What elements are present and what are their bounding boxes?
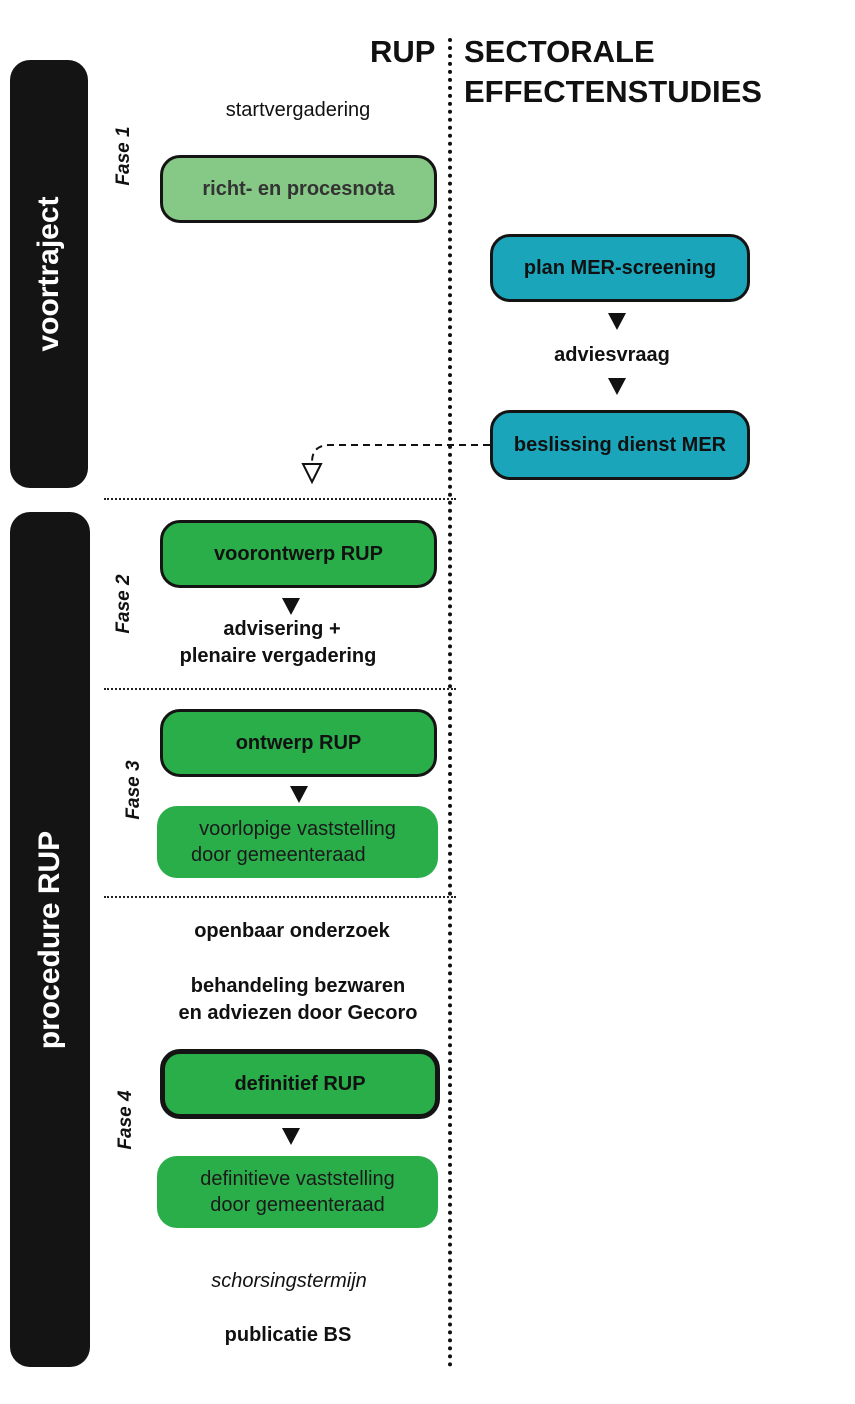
- openbaar-onderzoek-text: openbaar onderzoek: [194, 920, 390, 942]
- ontwerp-rup-label: ontwerp RUP: [235, 732, 362, 754]
- phase-separator-3-4: [104, 896, 456, 898]
- beslissing-dienst-mer-box: beslissing dienst MER: [490, 410, 750, 480]
- sectoral-column-header-line2: EFFECTENSTUDIES: [464, 74, 762, 109]
- behandeling-text-line1: behandeling bezwaren: [190, 975, 406, 997]
- phase-separator-1-2: [104, 498, 456, 500]
- arrow-down-icon: [290, 786, 308, 803]
- publicatie-bs-text: publicatie BS: [224, 1324, 352, 1346]
- ontwerp-rup-box: ontwerp RUP: [160, 709, 437, 777]
- voorontwerp-rup-box: voorontwerp RUP: [160, 520, 437, 588]
- definitief-rup-box: definitief RUP: [160, 1049, 440, 1119]
- voorlopige-vaststelling-line2: door gemeenteraad: [191, 844, 366, 866]
- startvergadering-text: startvergadering: [225, 99, 371, 121]
- phase-separator-2-3: [104, 688, 456, 690]
- richt-procesnota-label: richt- en procesnota: [202, 178, 395, 200]
- behandeling-text-line2: en adviezen door Gecoro: [178, 1002, 418, 1024]
- arrow-down-icon: [608, 378, 626, 395]
- advisering-text-line2: plenaire vergadering: [179, 645, 377, 667]
- rup-column-header: RUP: [370, 34, 436, 69]
- definitieve-vaststelling-line1: definitieve vaststelling: [200, 1168, 395, 1190]
- sectoral-column-header-line1: SECTORALE: [464, 34, 655, 69]
- sidebar-procedure-rup: procedure RUP: [10, 512, 90, 1367]
- adviesvraag-text: adviesvraag: [554, 344, 670, 366]
- schorsingstermijn-text: schorsingstermijn: [211, 1270, 367, 1292]
- arrow-down-icon: [282, 1128, 300, 1145]
- arrow-down-icon: [608, 313, 626, 330]
- richt-procesnota-box: richt- en procesnota: [160, 155, 437, 223]
- voorlopige-vaststelling-line1: voorlopige vaststelling: [199, 818, 396, 840]
- column-divider: [448, 38, 452, 1368]
- voorlopige-vaststelling-box: voorlopige vaststelling door gemeenteraa…: [157, 806, 438, 878]
- arrow-down-icon: [282, 598, 300, 615]
- definitieve-vaststelling-line2: door gemeenteraad: [210, 1194, 385, 1216]
- voorontwerp-rup-label: voorontwerp RUP: [214, 543, 383, 565]
- definitieve-vaststelling-box: definitieve vaststelling door gemeentera…: [157, 1156, 438, 1228]
- plan-mer-screening-box: plan MER-screening: [490, 234, 750, 302]
- sidebar-voortraject: voortraject: [10, 60, 88, 488]
- plan-mer-screening-label: plan MER-screening: [523, 257, 717, 279]
- definitief-rup-label: definitief RUP: [234, 1073, 366, 1095]
- advisering-text-line1: advisering +: [223, 618, 341, 640]
- beslissing-dienst-mer-label: beslissing dienst MER: [513, 434, 727, 456]
